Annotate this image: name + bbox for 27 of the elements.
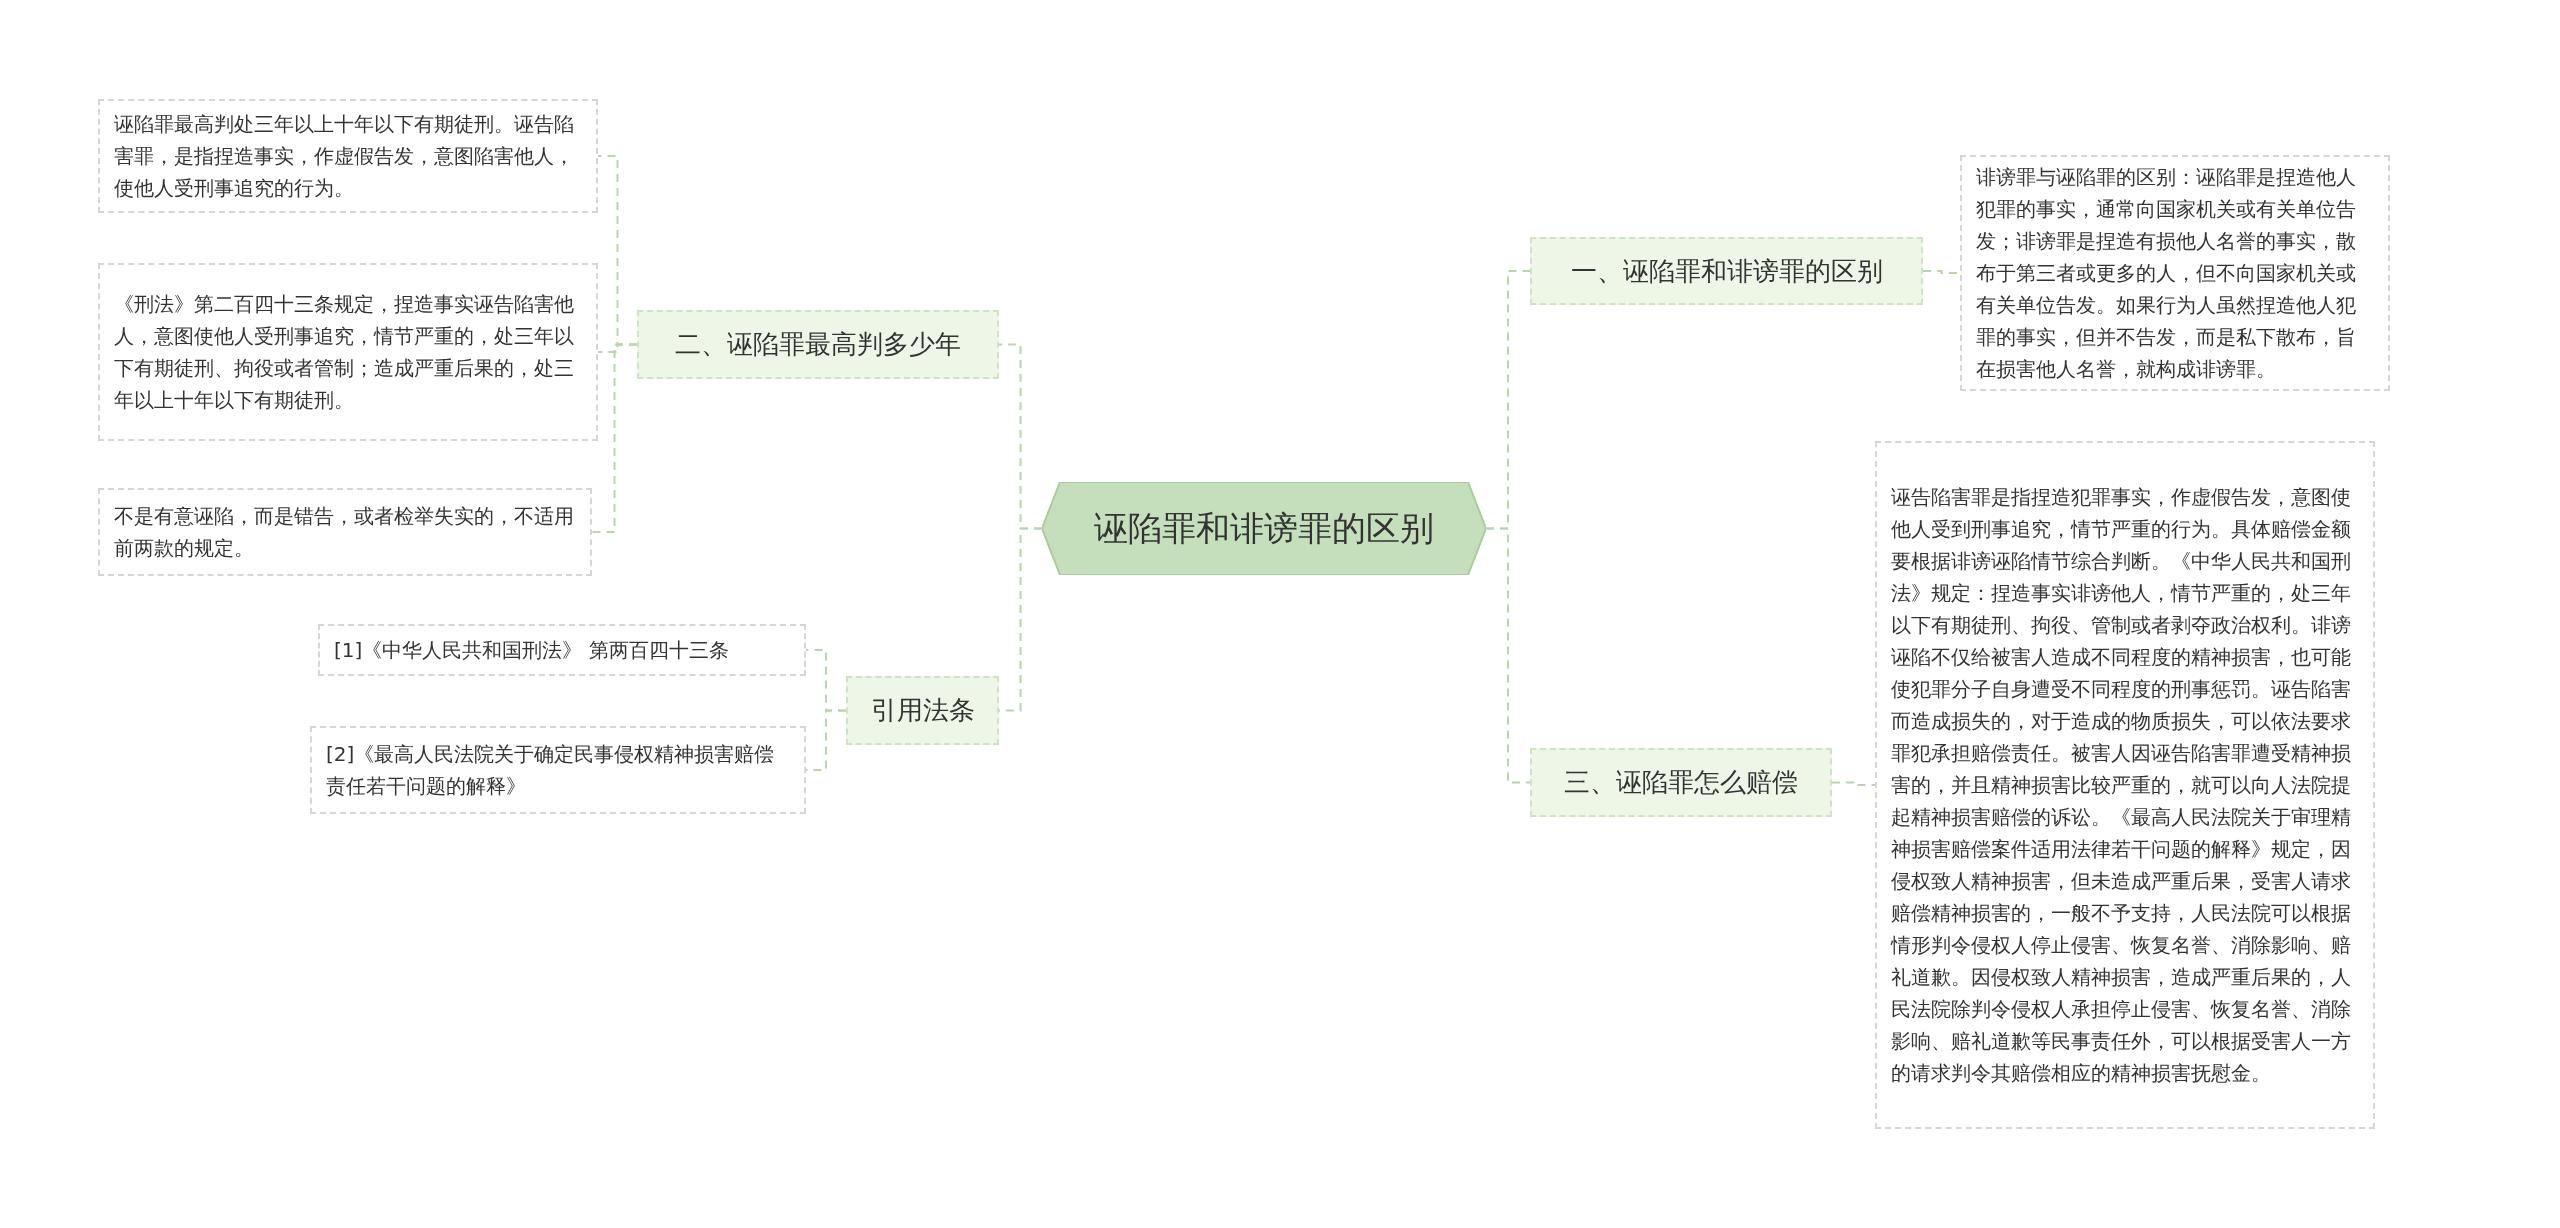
- text-note-box: [310, 726, 806, 814]
- connector-line: [591, 343, 638, 533]
- node-text: 诬告陷害罪是指捏造犯罪事实，作虚假告发，意图使他人受到刑事追究，情节严重的行为。具体赔偿金额要根据诽谤诬陷情节综合判断。《中华人民共和国刑法》规定：捏造事实诽谤他人，情节严重的，处三年以下有期徒刑、拘役、管制或者剥夺政治权利。诽谤诬陷不仅给被害人造成不同程度的精神损害，也可能使犯罪分子自身遭受不同程度的刑事惩罚。诬告陷害而造成损失的，对于造成的物质损失，可以依法要求罪犯承担赔偿责任。被害人因诬告陷害罪遭受精神损害的，并且精神损害比较严重的，就可以向人法院提起精神损害赔偿的诉讼。《最高人民法院关于审理精神损害赔偿案件适用法律若干问题的解释》规定，因侵权致人精神损害，但未造成严重后果，受害人请求赔偿精神损害的，一般不予支持，人民法院可以根据情形判令侵权人停止侵害、恢复名誉、消除影响、赔礼道歉。因侵权致人精神损害，造成严重后果的，人民法院除判令侵权人承担停止侵害、恢复名誉、消除影响、赔礼道歉等民事责任外，可以根据受害人一方的请求判令其赔偿相应的精神损害抚慰金。: [1891, 484, 2352, 1087]
- central-topic-hexagon: [1042, 482, 1486, 575]
- text-note-box: [1960, 155, 2390, 391]
- connector-line: [1485, 527, 1531, 784]
- text-note-box: [98, 99, 598, 213]
- node-text: 不是有意诬陷，而是错告，或者检举失实的，不适用前两款的规定。: [114, 503, 575, 562]
- branch-topic-box: [637, 310, 999, 379]
- branch-topic-box: [1530, 748, 1832, 817]
- node-text: 二、诬陷罪最高判多少年: [675, 328, 961, 361]
- text-note-box: [98, 488, 592, 576]
- text-note-box: [318, 624, 806, 676]
- node-text: 一、诬陷罪和诽谤罪的区别: [1570, 254, 1883, 288]
- branch-topic-box: [1530, 237, 1923, 305]
- node-text: 《刑法》第二百四十三条规定，捏造事实诬告陷害他人，意图使他人受刑事追究，情节严重的，处三年以下有期徒刑、拘役或者管制；造成严重后果的，处三年以上十年以下有期徒刑。: [114, 291, 575, 414]
- node-text: [1]《中华人民共和国刑法》 第两百四十三条: [334, 637, 729, 664]
- connector-line: [1831, 781, 1876, 786]
- text-note-box: [98, 263, 598, 441]
- branch-topic-box: [846, 676, 999, 745]
- node-text: 引用法条: [870, 694, 975, 727]
- text-note-box: [1875, 441, 2375, 1129]
- node-text: 诬陷罪最高判处三年以上十年以下有期徒刑。诬告陷害罪，是指捏造事实，作虚假告发，意图陷害他人，使他人受刑事追究的行为。: [114, 111, 575, 202]
- node-text: [2]《最高人民法院关于确定民事侵权精神损害赔偿责任若干问题的解释》: [326, 741, 776, 800]
- node-text: 诽谤罪与诬陷罪的区别：诬陷罪是捏造他人犯罪的事实，通常向国家机关或有关单位告发；诽谤罪是捏造有损他人名誉的事实，散布于第三者或更多的人，但不向国家机关或有关单位告发。如果行为人虽然捏造他人犯罪的事实，但并不告发，而是私下散布，旨在损害他人名誉，就构成诽谤罪。: [1976, 164, 2357, 383]
- node-text: 诬陷罪和诽谤罪的区别: [1094, 506, 1434, 550]
- node-text: 三、诬陷罪怎么赔偿: [1564, 766, 1798, 799]
